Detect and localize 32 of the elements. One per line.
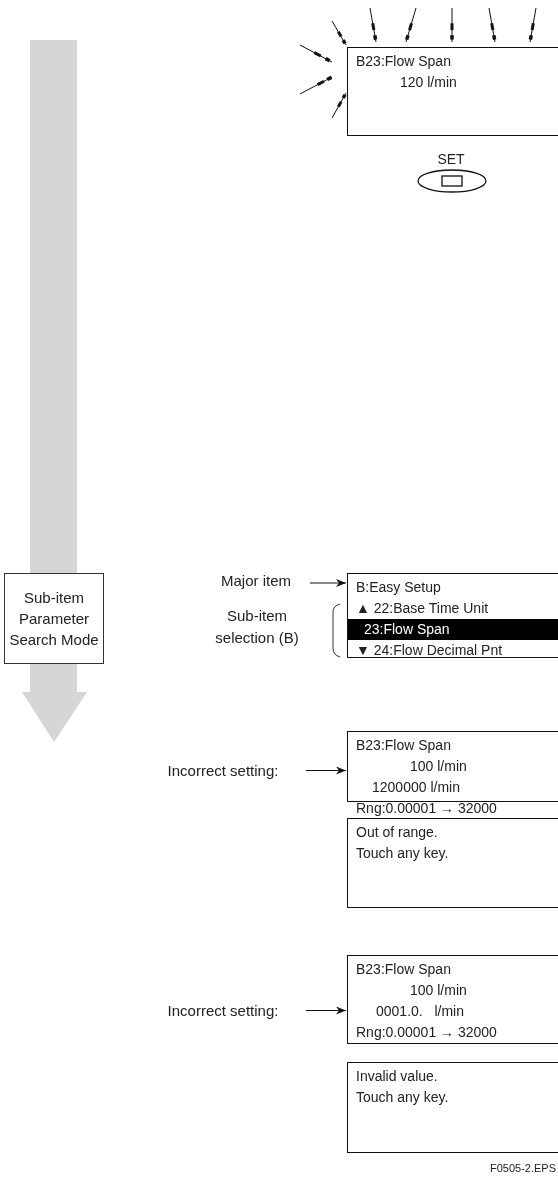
display-line: 100 l/min bbox=[409, 757, 468, 776]
display-line: Touch any key. bbox=[355, 844, 450, 863]
arrow bbox=[305, 1006, 347, 1015]
display-line: B23:Flow Span bbox=[355, 736, 452, 755]
lcd-display bbox=[347, 47, 558, 136]
arrow bbox=[305, 766, 347, 775]
callout-label: Major item bbox=[205, 571, 307, 590]
lcd-display bbox=[347, 1062, 558, 1153]
display-line: Touch any key. bbox=[355, 1088, 450, 1107]
display-line: Rng:0.00001 → 32000 bbox=[355, 1023, 498, 1042]
display-line: ▼ 24:Flow Decimal Pnt bbox=[355, 641, 504, 660]
display-line: Out of range. bbox=[355, 823, 439, 842]
display-line: Rng:0.00001 → 32000 bbox=[355, 799, 498, 818]
callout-label: Incorrect setting: bbox=[143, 761, 303, 780]
callout-label: Sub-item selection (B) bbox=[214, 606, 300, 648]
display-line: 120 l/min bbox=[399, 73, 458, 92]
display-line: 100 l/min bbox=[409, 981, 468, 1000]
callout-label: Incorrect setting: bbox=[143, 1001, 303, 1020]
display-line: B23:Flow Span bbox=[355, 960, 452, 979]
lcd-display bbox=[347, 955, 558, 1044]
display-line: 1200000 l/min bbox=[371, 778, 461, 797]
figure-id: F0505-2.EPS bbox=[489, 1161, 556, 1176]
display-line: 0001.0. l/min bbox=[375, 1002, 465, 1021]
display-line: ▲ 22:Base Time Unit bbox=[355, 599, 490, 618]
display-line: B:Easy Setup bbox=[355, 578, 442, 597]
display-line: B23:Flow Span bbox=[355, 52, 452, 71]
display-line: Invalid value. bbox=[355, 1067, 439, 1086]
arrow bbox=[309, 579, 347, 587]
mode-box: Sub-item Parameter Search Mode bbox=[4, 573, 104, 664]
key-label: SET bbox=[436, 150, 466, 168]
lcd-display bbox=[347, 818, 558, 908]
lcd-display bbox=[347, 573, 558, 658]
